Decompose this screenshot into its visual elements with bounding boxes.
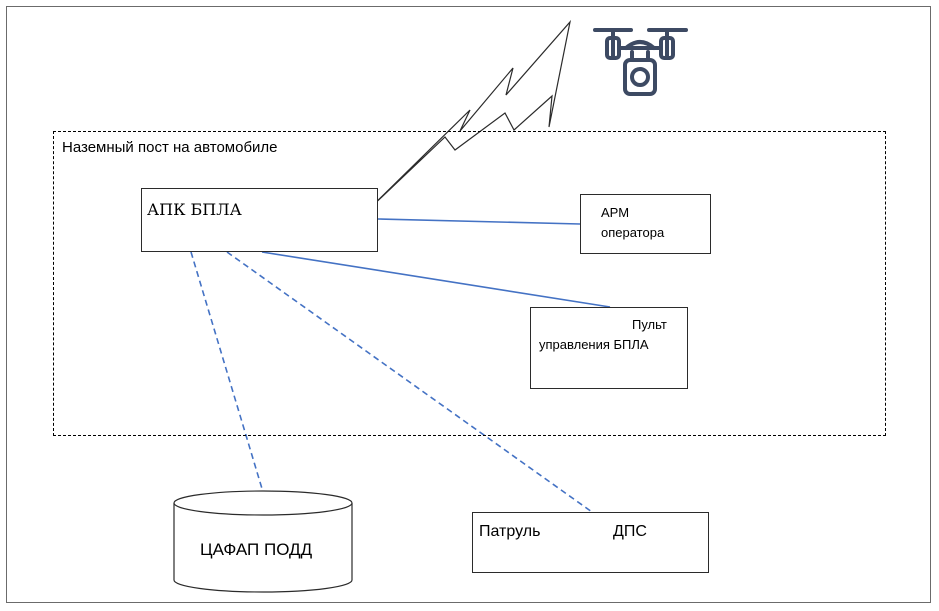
link-apk-to-arm xyxy=(377,218,581,225)
database-label: ЦАФАП ПОДД xyxy=(200,540,313,559)
arm-box: АРМ оператора xyxy=(580,194,711,254)
link-apk-to-pult xyxy=(261,251,611,308)
ground-post-zone xyxy=(53,131,886,436)
zone-label: Наземный пост на автомобиле xyxy=(62,139,278,156)
drone-icon xyxy=(593,28,688,96)
patrol-word1: Патруль xyxy=(479,523,541,540)
patrol-box: Патруль ДПС xyxy=(472,512,709,573)
pult-box: Пульт управления БПЛА xyxy=(530,307,688,389)
apk-label: АПК БПЛА xyxy=(147,200,242,219)
pult-line2: управления БПЛА xyxy=(539,337,649,352)
link-apk-to-cafap xyxy=(190,251,264,493)
arm-line2: оператора xyxy=(601,225,665,240)
pult-line1: Пульт xyxy=(632,317,667,332)
apk-box: АПК БПЛА xyxy=(141,188,378,252)
arm-line1: АРМ xyxy=(601,205,630,220)
diagram-frame xyxy=(6,6,931,603)
link-apk-to-patrol xyxy=(226,251,593,513)
database-cylinder xyxy=(173,490,353,593)
patrol-word2: ДПС xyxy=(613,523,647,540)
